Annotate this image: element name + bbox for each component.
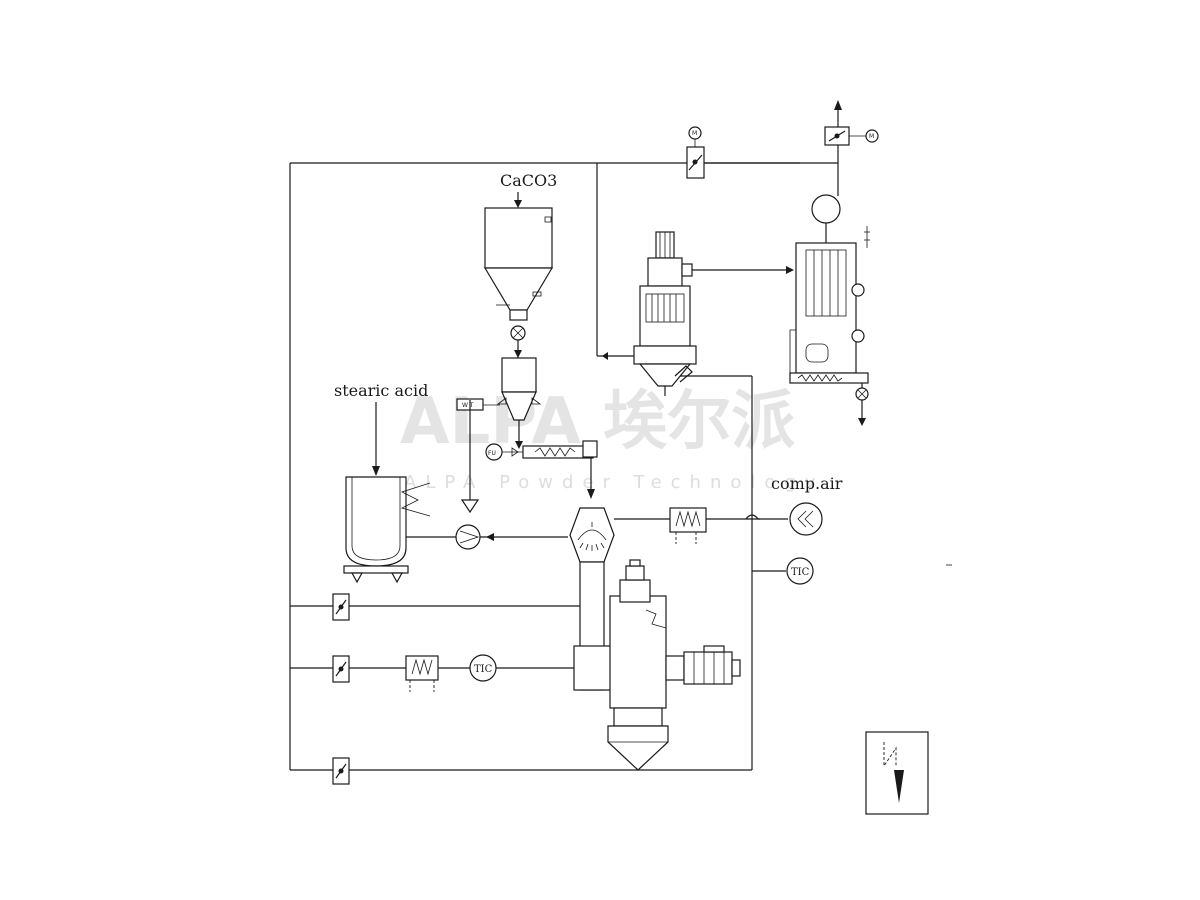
stearic-acid-tank: stearic acid	[334, 381, 456, 584]
motor-1-tag: M	[692, 130, 697, 137]
screw-feeder: FU	[460, 400, 598, 514]
left-dampers	[332, 593, 350, 785]
exhaust-line: M	[703, 100, 879, 196]
tic-1-icon	[469, 654, 497, 682]
classifier	[633, 231, 794, 396]
watermark-tagline: ALPA Powder Technology	[404, 472, 824, 493]
air-compressor-icon	[789, 502, 823, 536]
air-heater-line: comp.air TIC	[669, 474, 952, 585]
motor-2-tag: M	[869, 133, 874, 140]
dosing-pump	[455, 524, 568, 550]
symbol-legend-box	[865, 731, 929, 815]
air-supply-label: comp.air	[771, 474, 843, 493]
bag-filter	[789, 194, 870, 426]
pump-icon	[455, 524, 481, 550]
motor-icon	[865, 129, 879, 143]
feed-silo: CaCO3	[483, 171, 557, 358]
feed-material-label: CaCO3	[500, 171, 557, 190]
additive-label: stearic acid	[334, 381, 428, 400]
tic-2-tag: TIC	[791, 567, 810, 578]
top-damper: M	[686, 126, 705, 179]
lower-heater: TIC	[405, 654, 497, 692]
wt-tag: W T	[462, 402, 474, 409]
fu-tag: FU	[488, 450, 496, 457]
tic-1-tag: TIC	[474, 664, 493, 675]
mill-motor-icon	[683, 651, 733, 685]
tic-2-icon	[786, 557, 814, 585]
mill-column	[573, 559, 741, 771]
spray-mixer	[569, 507, 760, 563]
motor-icon	[688, 126, 702, 140]
classifier-feed-line	[596, 163, 635, 360]
